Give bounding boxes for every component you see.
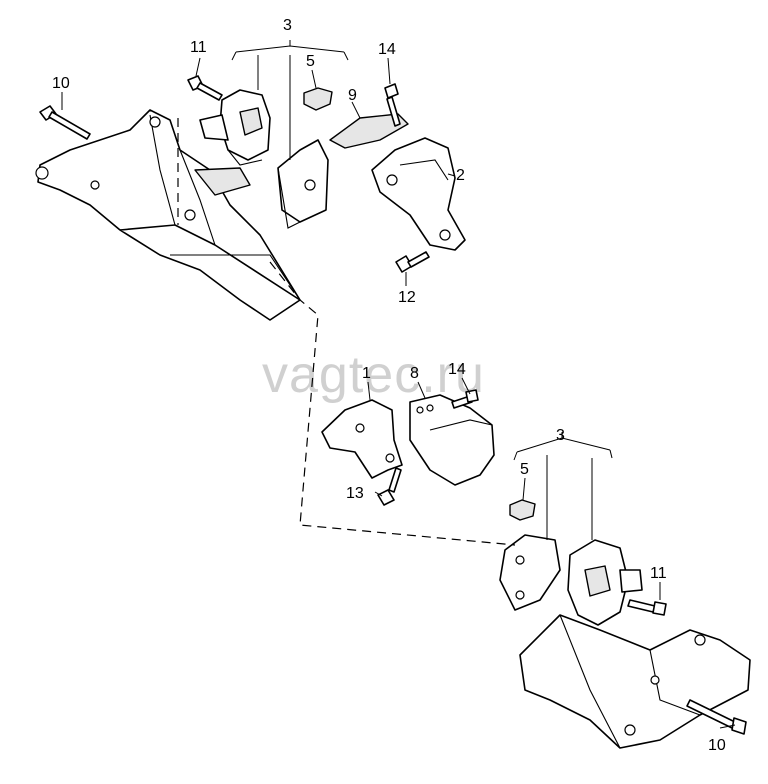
callout-labels: 3 11 5 14 10 9 2 12 1 8 14 3 5 13 11 10 xyxy=(52,17,726,754)
support-2 xyxy=(371,137,466,251)
callout-10-bottom: 10 xyxy=(708,737,726,754)
bolt-13 xyxy=(377,467,402,506)
callout-5-top: 5 xyxy=(306,53,315,70)
bolt-10-bottom xyxy=(686,699,747,735)
callout-13: 13 xyxy=(346,485,364,502)
subframe-bottom xyxy=(519,614,751,749)
heat-shield-8 xyxy=(409,394,495,486)
bolt-11-top xyxy=(187,75,223,101)
callout-3-top: 3 xyxy=(283,17,292,34)
bracket-bottom xyxy=(499,534,561,611)
bracket-top xyxy=(277,139,329,229)
callout-14-bottom: 14 xyxy=(448,361,466,378)
engine-mount-3-bottom xyxy=(567,539,643,626)
bolt-14-top xyxy=(384,83,401,127)
engine-mount-3-top xyxy=(199,89,271,166)
bolt-12 xyxy=(395,251,430,273)
subframe-top xyxy=(35,109,301,321)
callout-5-bottom: 5 xyxy=(520,461,529,478)
bolt-11-bottom xyxy=(627,599,667,616)
callout-11-top: 11 xyxy=(190,39,207,56)
callout-12: 12 xyxy=(398,289,416,306)
callout-14-top: 14 xyxy=(378,41,396,58)
cap-5-bottom xyxy=(509,499,536,521)
cap-5-top xyxy=(303,87,333,111)
leader-lines xyxy=(61,40,736,729)
callout-8: 8 xyxy=(410,365,419,382)
callout-3-bottom: 3 xyxy=(556,427,565,444)
assembly-connector-dashed xyxy=(177,118,516,546)
callout-10-top: 10 xyxy=(52,75,70,92)
bolt-10-top xyxy=(39,105,91,140)
callout-11-bottom: 11 xyxy=(650,565,667,582)
callout-1: 1 xyxy=(362,365,371,382)
callout-2: 2 xyxy=(456,167,465,184)
watermark-text: vagtec.ru xyxy=(262,346,485,404)
callout-9: 9 xyxy=(348,87,357,104)
bracket-1 xyxy=(321,399,403,479)
